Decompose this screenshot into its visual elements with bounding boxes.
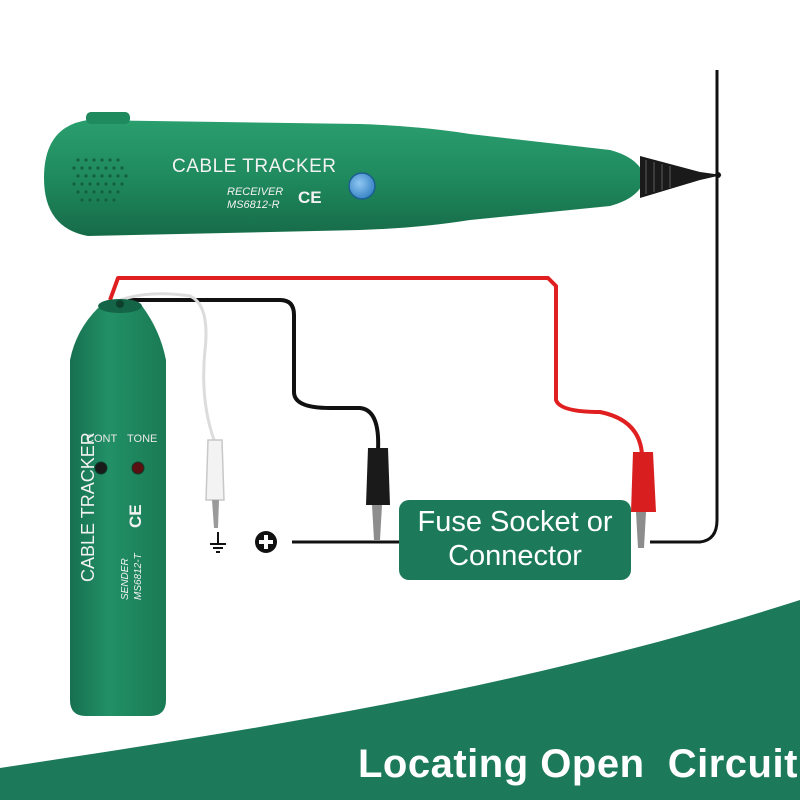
receiver-model: MS6812-R [227, 199, 280, 211]
tone-led-icon [131, 461, 145, 475]
banner-background [0, 600, 800, 800]
component-label-line2: Connector [448, 540, 582, 572]
banner-title: Locating Open Circuit [358, 742, 798, 786]
black-alligator-clip [366, 448, 390, 540]
sender-device [70, 299, 166, 716]
speaker-grille [72, 158, 128, 202]
sender-title: CABLE TRACKER [78, 432, 98, 582]
black-probe-wire [650, 70, 719, 544]
positive-symbol [255, 531, 277, 553]
sender-ce-mark: CE [126, 504, 145, 528]
receiver-ce-mark: CE [298, 188, 322, 207]
receiver-device [44, 112, 645, 236]
white-test-wire [119, 292, 216, 441]
red-alligator-clip [631, 452, 656, 548]
sender-model: MS6812-T [133, 553, 144, 600]
black-test-wire [128, 298, 381, 451]
receiver-probe-tip [640, 156, 722, 198]
white-alligator-clip [205, 439, 225, 528]
sender-type-label: SENDER [120, 558, 131, 600]
red-test-wire [108, 276, 644, 456]
sender-tone-label: TONE [127, 433, 158, 445]
ground-icon [210, 532, 226, 553]
cont-led-icon [94, 461, 108, 475]
sender-cont-label: CONT [86, 433, 118, 445]
receiver-button[interactable] [348, 172, 376, 200]
component-label-line1: Fuse Socket or [417, 506, 613, 538]
receiver-title: CABLE TRACKER [172, 156, 337, 177]
receiver-type-label: RECEIVER [227, 186, 284, 198]
component-box [399, 500, 631, 580]
